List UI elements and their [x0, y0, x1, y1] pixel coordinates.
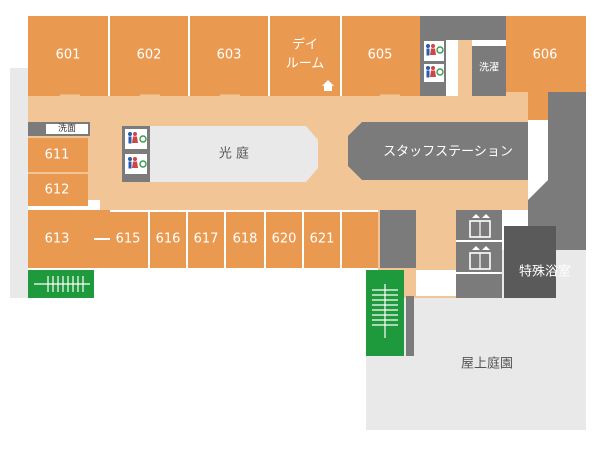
east-service-wall	[528, 92, 586, 250]
room-606-label: 606	[533, 48, 558, 63]
room-602-label: 602	[137, 48, 162, 63]
laundry-label: 洗濯	[479, 62, 499, 74]
room-615	[94, 212, 148, 268]
staff-station	[348, 122, 528, 180]
elevator-icon	[469, 214, 491, 238]
washroom-label-box	[46, 124, 88, 134]
room-613-label: 613	[45, 232, 70, 247]
restroom-block-top	[420, 16, 506, 40]
elevator-1	[456, 210, 502, 240]
room-613	[28, 210, 110, 268]
rooftop-garden-label: 屋上庭園	[461, 356, 513, 372]
elevator-icon	[469, 246, 491, 270]
elevator-2	[456, 242, 502, 272]
room-611	[28, 138, 88, 172]
stair-hall-grey	[380, 210, 416, 268]
room-601-label: 601	[56, 48, 81, 63]
room-622-unlabelled	[342, 212, 378, 268]
stairs-east-steps	[372, 284, 398, 338]
restroom-icon	[125, 129, 147, 149]
room-616	[150, 212, 186, 268]
room-612	[28, 174, 88, 206]
laundry-room	[472, 46, 506, 96]
restroom-icon	[424, 64, 444, 82]
courtyard	[150, 126, 318, 182]
restroom-icon	[125, 154, 147, 174]
special-bath	[504, 226, 556, 298]
restroom-icon	[424, 41, 444, 61]
stairs-east-rail	[406, 296, 414, 356]
room-620	[266, 212, 302, 268]
room-612-label: 612	[45, 183, 70, 198]
room-605	[342, 16, 420, 96]
elevator-hall	[456, 274, 502, 298]
room-615-label: 615	[116, 232, 141, 247]
room-617	[188, 212, 224, 268]
room-606	[506, 16, 586, 120]
room-620-label: 620	[272, 232, 297, 247]
stairs-west-steps	[34, 276, 90, 292]
day-room-label-1: デイ	[292, 37, 318, 53]
courtyard-label: 光 庭	[219, 146, 249, 162]
room-611-label: 611	[45, 148, 70, 163]
room-601	[28, 16, 108, 96]
west-wall-strip	[10, 68, 28, 298]
room-621	[304, 212, 340, 268]
room-616-label: 616	[156, 232, 181, 247]
house-icon	[322, 80, 334, 91]
room-603	[190, 16, 268, 96]
washroom-label: 洗面	[58, 122, 76, 134]
room-621-label: 621	[310, 232, 335, 247]
room-605-label: 605	[368, 48, 393, 63]
room-603-label: 603	[217, 48, 242, 63]
day-room-label-2: ルーム	[286, 57, 325, 72]
staff-station-label: スタッフステーション	[383, 145, 513, 160]
room-617-label: 617	[194, 232, 219, 247]
room-618-label: 618	[233, 232, 258, 247]
room-618	[226, 212, 264, 268]
special-bath-label: 特殊浴室	[519, 264, 571, 280]
room-602	[110, 16, 188, 96]
